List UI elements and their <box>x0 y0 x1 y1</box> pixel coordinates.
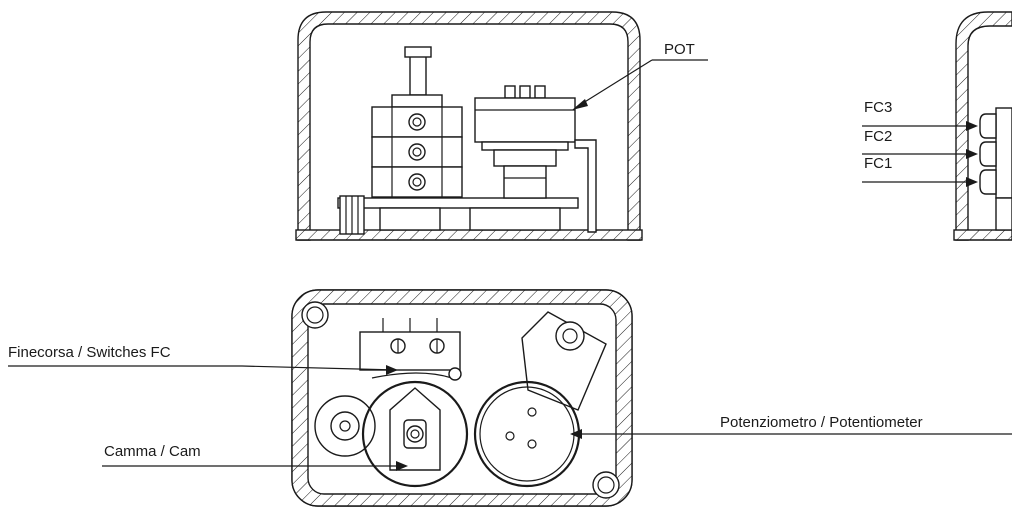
side-section-view <box>295 11 643 241</box>
fc1-label: FC1 <box>864 155 892 172</box>
top-view <box>291 289 633 507</box>
fc-callouts: FC3 FC2 FC1 <box>862 99 978 187</box>
switches-callout: Finecorsa / Switches FC <box>8 344 398 375</box>
pot-callout: POT <box>572 41 708 110</box>
pot-bracket <box>574 139 597 233</box>
fc2-label: FC2 <box>864 128 892 145</box>
switches-label: Finecorsa / Switches FC <box>8 344 171 361</box>
pot-body <box>474 85 576 199</box>
potentiometer-label: Potenziometro / Potentiometer <box>720 414 923 431</box>
cam-callout: Camma / Cam <box>102 443 408 471</box>
cam-disc <box>361 380 469 488</box>
cam-label: Camma / Cam <box>104 443 201 460</box>
switch-stack <box>371 46 463 198</box>
mounting-plate <box>337 197 579 209</box>
fc3-label: FC3 <box>864 99 892 116</box>
pot-label: POT <box>664 41 695 58</box>
idler-wheel <box>314 395 376 457</box>
gear-teeth <box>339 195 365 235</box>
potentiometer-callout: Potenziometro / Potentiometer <box>570 414 1012 439</box>
microswitch-block <box>359 318 462 381</box>
